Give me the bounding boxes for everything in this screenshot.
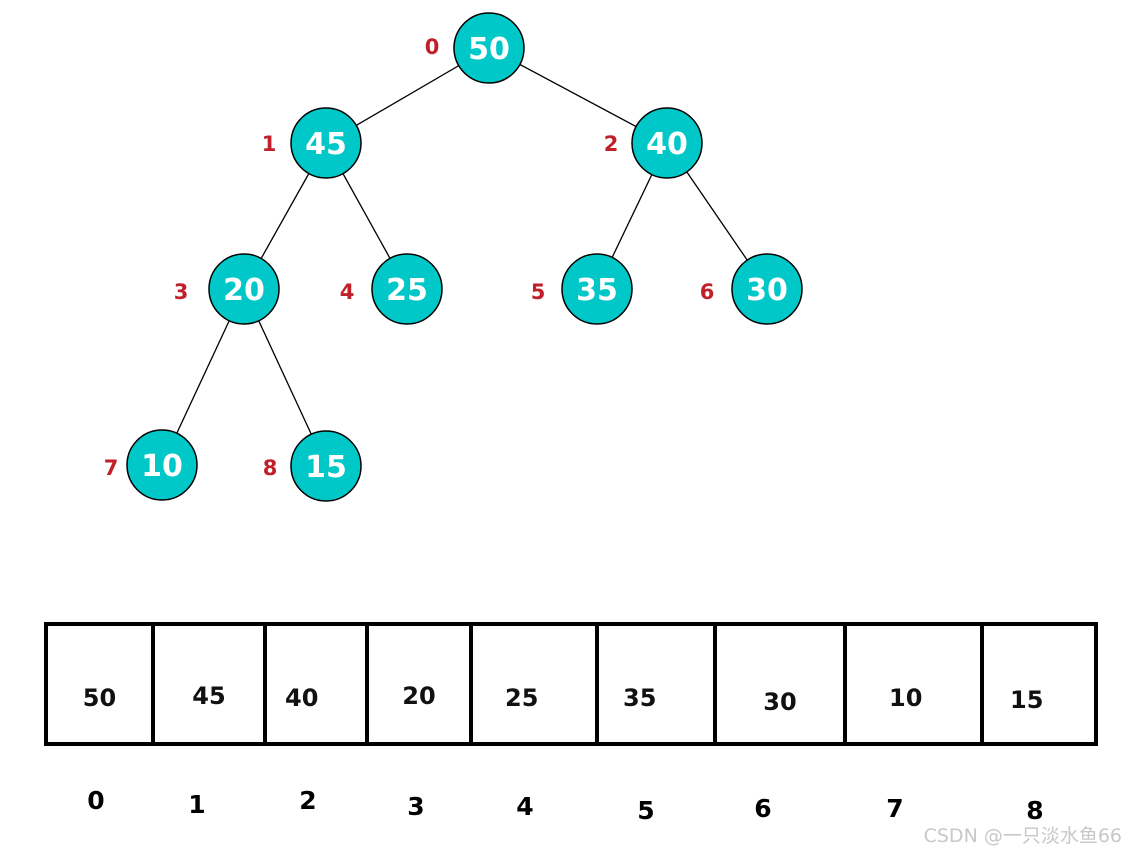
array-cell-1: 45 xyxy=(151,622,263,746)
tree-node-3: 20 3 xyxy=(174,253,280,325)
tree-node-index: 1 xyxy=(262,132,277,156)
array-value-3: 20 xyxy=(402,682,436,710)
tree-node-value: 20 xyxy=(223,273,265,308)
array-index-4: 4 xyxy=(516,792,534,821)
tree-node-5: 35 5 xyxy=(531,253,633,325)
tree-nodes: 50 0 45 1 40 2 20 3 25 4 35 5 30 6 10 7 15 8 xyxy=(104,12,803,502)
array-value-8: 15 xyxy=(1010,686,1044,714)
tree-node-circle xyxy=(561,253,633,325)
array-index-6: 6 xyxy=(754,794,772,823)
tree-node-index: 3 xyxy=(174,280,189,304)
tree-node-1: 45 1 xyxy=(262,107,362,179)
watermark: CSDN @一只淡水鱼66 xyxy=(923,825,1122,847)
array-value-7: 10 xyxy=(889,684,923,712)
tree-node-0: 50 0 xyxy=(425,12,525,84)
array-cell-6: 30 xyxy=(713,622,843,746)
array-value-0: 50 xyxy=(82,684,117,712)
tree-node-value: 50 xyxy=(468,32,510,67)
tree-node-value: 15 xyxy=(305,450,347,485)
array-index-5: 5 xyxy=(637,796,655,825)
array-index-8: 8 xyxy=(1026,796,1044,825)
array-cell-5: 35 xyxy=(595,622,713,746)
tree-node-circle xyxy=(371,253,443,325)
tree-node-circle xyxy=(731,253,803,325)
tree-node-value: 10 xyxy=(141,449,183,484)
tree-node-7: 10 7 xyxy=(104,429,198,501)
array-cell-7: 10 xyxy=(843,622,980,746)
tree-node-value: 25 xyxy=(386,273,428,308)
array-cell-4: 25 xyxy=(469,622,595,746)
tree-node-index: 7 xyxy=(104,456,119,480)
tree-node-circle xyxy=(290,107,362,179)
array-index-1: 1 xyxy=(188,790,206,819)
tree-node-circle xyxy=(631,107,703,179)
array-cell-8: 15 xyxy=(980,622,1098,746)
array-index-0: 0 xyxy=(87,786,105,815)
tree-node-index: 8 xyxy=(263,456,278,480)
tree-node-index: 6 xyxy=(700,280,715,304)
tree-node-value: 45 xyxy=(305,127,347,162)
array-cell-0: 50 xyxy=(44,622,151,746)
tree-node-value: 35 xyxy=(576,273,618,308)
array-index-7: 7 xyxy=(886,794,904,823)
array-value-1: 45 xyxy=(192,682,226,710)
tree-node-value: 40 xyxy=(646,127,688,162)
tree-node-circle xyxy=(126,429,198,501)
tree-node-circle xyxy=(290,430,362,502)
tree-node-2: 40 2 xyxy=(604,107,703,179)
tree-node-value: 30 xyxy=(746,273,788,308)
tree-node-4: 25 4 xyxy=(340,253,443,325)
array-cell-2: 40 xyxy=(263,622,365,746)
array-value-2: 40 xyxy=(285,684,319,712)
tree-node-circle xyxy=(453,12,525,84)
tree-node-8: 15 8 xyxy=(263,430,362,502)
array-index-2: 2 xyxy=(299,786,317,815)
tree-node-index: 2 xyxy=(604,132,619,156)
array-index-3: 3 xyxy=(407,792,425,821)
tree-node-6: 30 6 xyxy=(700,253,803,325)
tree-node-index: 4 xyxy=(340,280,355,304)
array-value-5: 35 xyxy=(623,684,657,712)
heap-tree: 50 0 45 1 40 2 20 3 25 4 35 5 30 6 10 7 15 8 xyxy=(104,12,803,502)
tree-node-circle xyxy=(208,253,280,325)
array-value-6: 30 xyxy=(763,688,797,716)
array-value-4: 25 xyxy=(505,684,539,712)
tree-node-index: 0 xyxy=(425,35,440,59)
tree-node-index: 5 xyxy=(531,280,546,304)
array-cell-3: 20 xyxy=(365,622,469,746)
